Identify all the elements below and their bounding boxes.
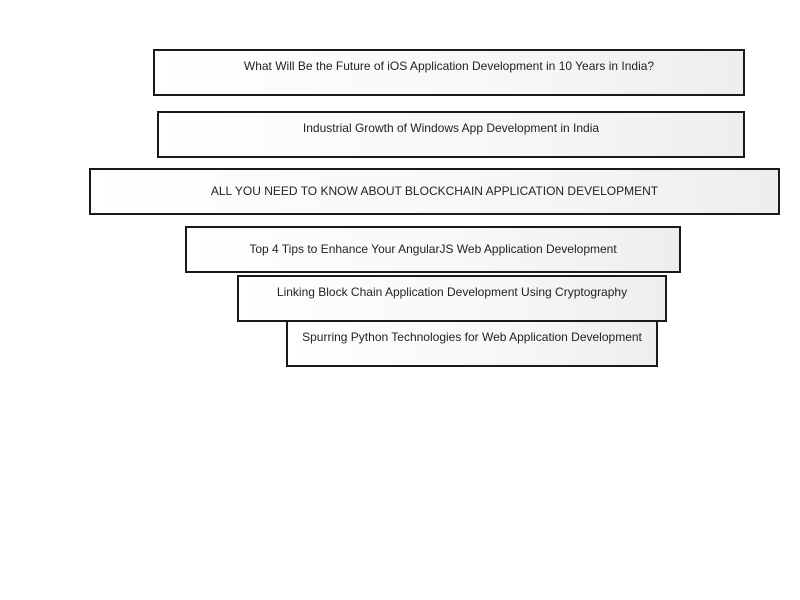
link-label: Top 4 Tips to Enhance Your AngularJS Web… xyxy=(249,242,617,256)
link-blockchain-development[interactable]: ALL YOU NEED TO KNOW ABOUT BLOCKCHAIN AP… xyxy=(89,168,780,215)
link-ios-future[interactable]: What Will Be the Future of iOS Applicati… xyxy=(153,49,745,96)
link-label: ALL YOU NEED TO KNOW ABOUT BLOCKCHAIN AP… xyxy=(210,184,659,198)
link-blockchain-cryptography[interactable]: Linking Block Chain Application Developm… xyxy=(237,275,667,322)
link-label: Linking Block Chain Application Developm… xyxy=(276,285,628,299)
link-label: Spurring Python Technologies for Web App… xyxy=(302,330,642,344)
link-label: What Will Be the Future of iOS Applicati… xyxy=(243,59,655,73)
link-angularjs-tips[interactable]: Top 4 Tips to Enhance Your AngularJS Web… xyxy=(185,226,681,273)
link-windows-app-growth[interactable]: Industrial Growth of Windows App Develop… xyxy=(157,111,745,158)
link-python-web[interactable]: Spurring Python Technologies for Web App… xyxy=(286,320,658,367)
link-label: Industrial Growth of Windows App Develop… xyxy=(302,121,600,135)
